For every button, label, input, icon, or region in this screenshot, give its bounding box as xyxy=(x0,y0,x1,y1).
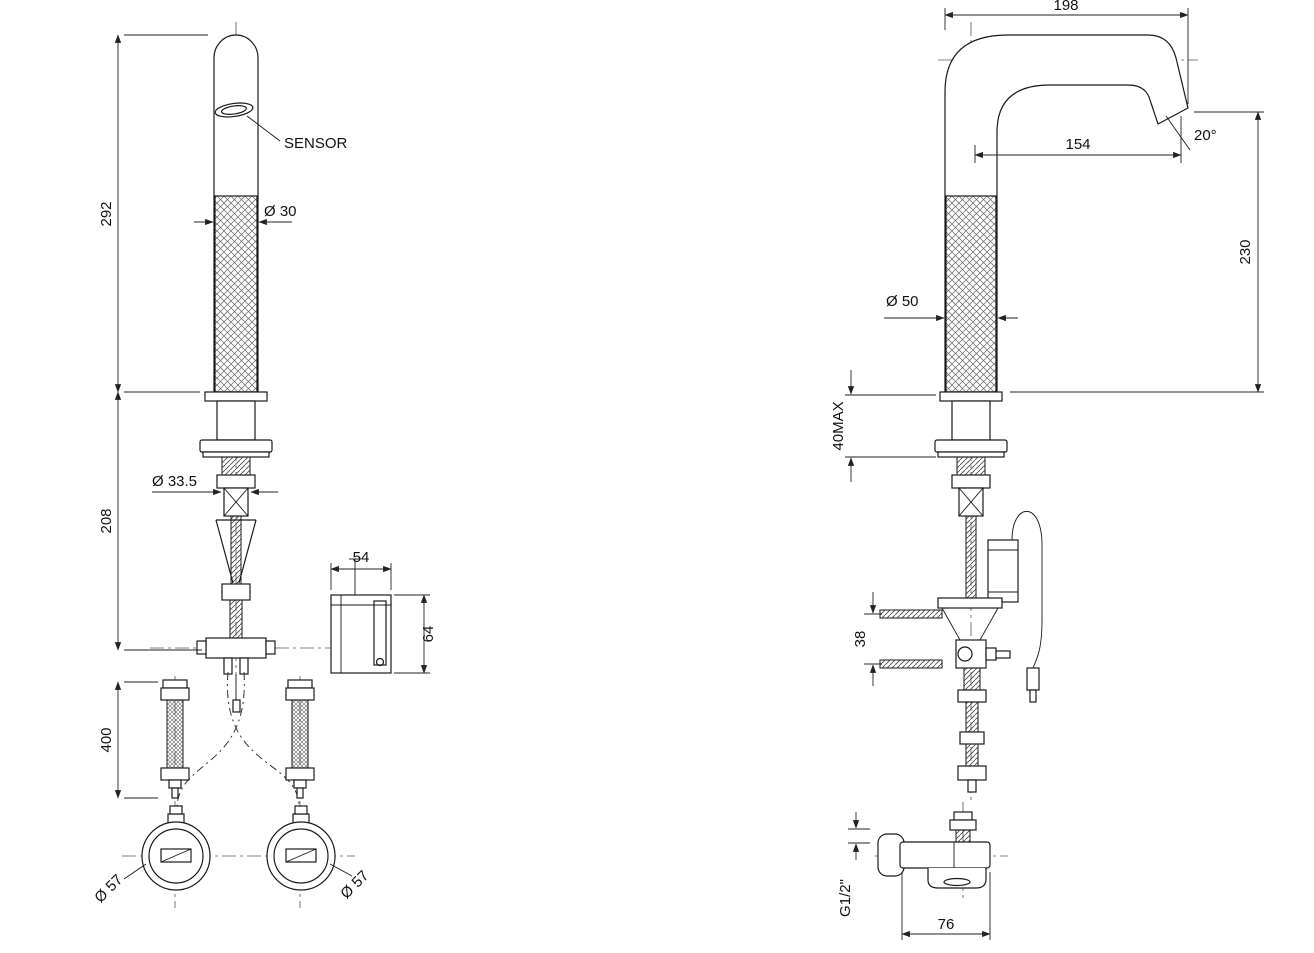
base-flange-front xyxy=(199,391,273,458)
dim-elbow-width-label: 76 xyxy=(938,916,955,933)
angle-valve-left xyxy=(123,805,211,891)
dim-reach-outlet-label: 154 xyxy=(1065,136,1090,153)
angle-valve-right xyxy=(266,805,353,891)
dim-shank-diameter-label: Ø 33.5 xyxy=(152,473,197,490)
base-flange-side xyxy=(934,391,1008,458)
flex-hose-right xyxy=(285,679,315,799)
dim-stud-spacing-label: 38 xyxy=(852,631,869,648)
dim-body-diameter-label: Ø 50 xyxy=(886,293,919,310)
dim-reach-overall-label: 198 xyxy=(1053,0,1078,14)
dim-valve-left-label: Ø 57 xyxy=(91,871,126,906)
dim-spout-height-label: 230 xyxy=(1237,239,1254,264)
dim-spout-diameter-label: Ø 30 xyxy=(264,203,297,220)
dim-outlet-angle-label: 20° xyxy=(1194,127,1217,144)
sensor-window xyxy=(214,102,254,118)
dim-elbow-thread-label: G1/2" xyxy=(837,879,854,917)
sensor-label: SENSOR xyxy=(284,135,348,152)
faucet-body-side xyxy=(944,34,1189,393)
control-box xyxy=(330,558,392,674)
wall-elbow-fitting xyxy=(877,811,991,889)
front-view: 292 208 400 Ø 30 Ø 33.5 54 xyxy=(91,22,437,908)
underdeck-mechanism-side xyxy=(879,456,1043,793)
dim-deck-thickness-label: 40MAX xyxy=(830,401,847,450)
dim-hose-length-label: 400 xyxy=(98,727,115,752)
underdeck-fixing-front xyxy=(196,456,276,713)
hose-routing-curves xyxy=(176,671,300,809)
dim-height-upper-label: 292 xyxy=(98,201,115,226)
dim-box-width-label: 54 xyxy=(353,549,370,566)
front-dimensions: 292 208 400 Ø 30 Ø 33.5 54 xyxy=(91,34,437,906)
faucet-body-front xyxy=(213,34,281,393)
side-dimensions: 198 154 20° 230 Ø 50 40MAX xyxy=(830,0,1264,940)
side-centerlines xyxy=(875,22,1198,900)
side-view: 198 154 20° 230 Ø 50 40MAX xyxy=(830,0,1264,940)
dim-valve-right-label: Ø 57 xyxy=(337,867,372,902)
dim-height-lower-label: 208 xyxy=(98,508,115,533)
flex-hose-left xyxy=(160,679,190,799)
dim-box-depth-label: 64 xyxy=(420,626,437,643)
